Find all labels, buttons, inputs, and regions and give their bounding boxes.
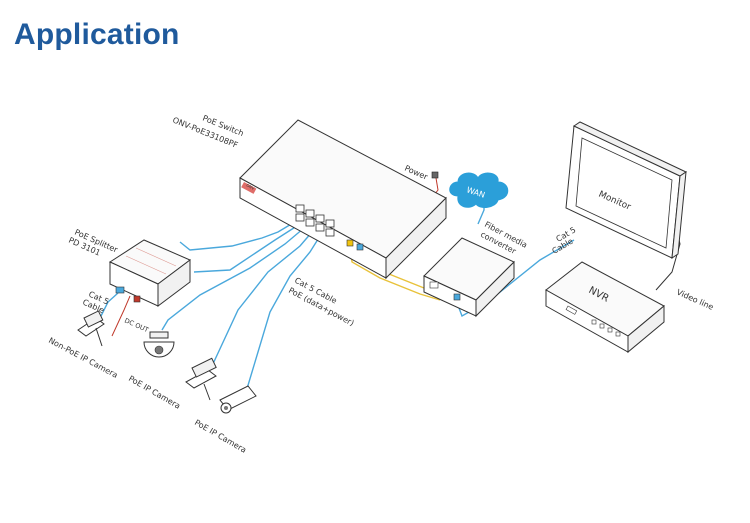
poe-ip-camera-bullet [185,357,257,414]
switch-sfp-port-blue [356,243,364,251]
switch-brand-logo [241,181,257,194]
splitter-dc-out [133,295,141,303]
splitter-port-in [115,286,125,294]
nvr-front-ports [565,305,621,337]
cable-switch-to-bullet-camera [211,231,313,367]
dc-out-label: DC OUT [123,317,150,335]
switch-ports [295,204,335,237]
converter-port-1 [429,281,439,289]
poe-splitter [108,239,191,307]
cable-splitter-to-camera [99,292,119,319]
non-poe-camera-label: Non-PoE IP Camera [47,336,119,380]
cable-switch-to-splitter-2 [193,223,301,273]
cable-switch-to-dome-camera [161,227,305,331]
cable-dc-out [111,295,131,337]
wan-cloud: WAN [449,172,509,208]
video-line-label: Video line [675,288,715,312]
power-socket [431,171,439,179]
switch-sfp-port-yellow [346,239,354,247]
switch-brand-text: ONV [246,182,256,191]
nvr: NVR [545,261,665,354]
non-poe-ip-camera [77,310,105,347]
page-title: Application [14,18,180,51]
monitor: Monitor [565,121,688,260]
poe-camera-dome-label: PoE IP Camera [127,374,182,411]
fiber-media-converter [423,237,515,318]
poe-switch: ONV [239,119,447,280]
converter-port-2 [453,293,461,301]
cable-switch-to-splitter [179,219,299,251]
cable-switch-to-poe-camera [245,235,321,393]
poe-camera-bullet-label: PoE IP Camera [193,418,248,455]
poe-ip-camera-dome [143,331,175,358]
